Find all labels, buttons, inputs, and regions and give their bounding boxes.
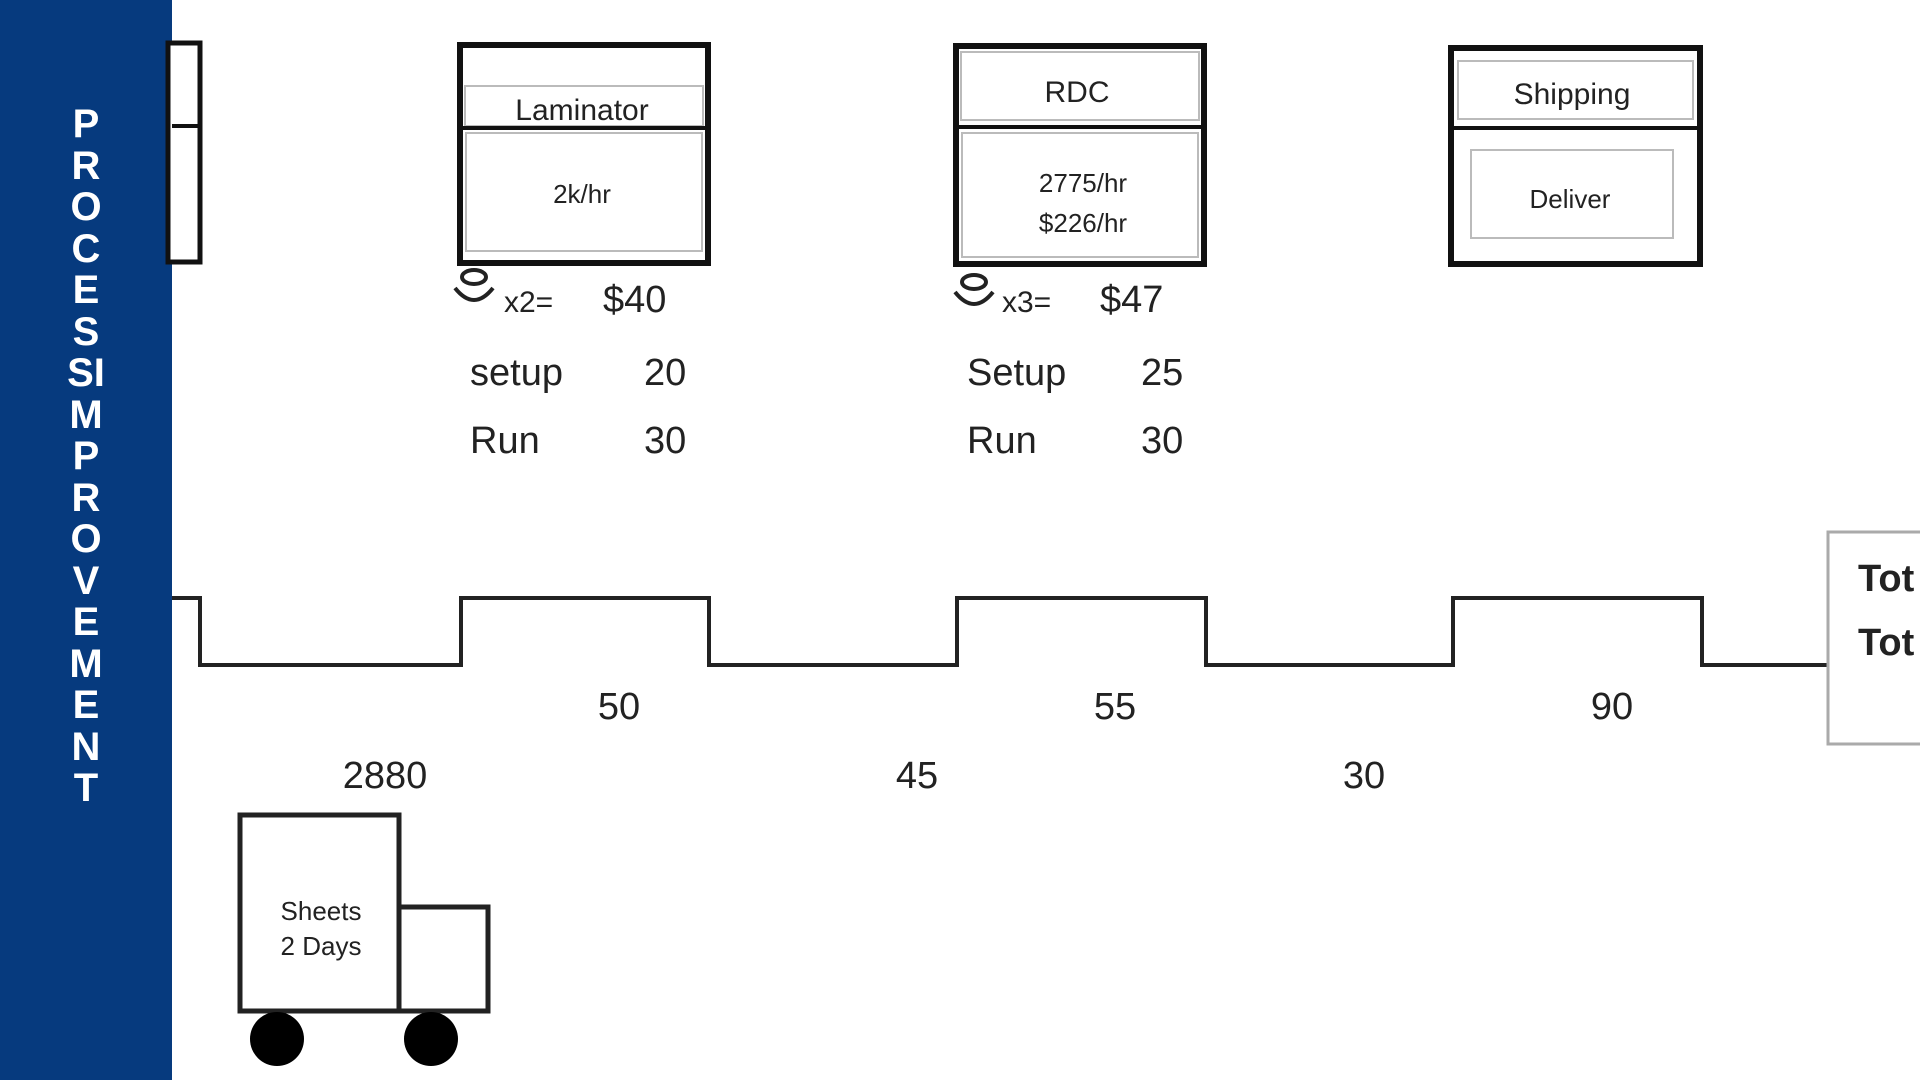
operator-icon: [953, 273, 995, 306]
process-box-laminator: Laminator 2k/hr: [457, 42, 711, 266]
process-box-shipping: Shipping Deliver: [1448, 45, 1703, 267]
setup-label: Setup: [967, 352, 1066, 394]
total-label: Tot: [1858, 558, 1915, 600]
operator-count: x3=: [1002, 286, 1051, 319]
wait-time: 30: [1343, 755, 1385, 797]
process-name: Laminator: [515, 94, 648, 127]
process-action: Deliver: [1530, 184, 1611, 214]
operator-cost: $47: [1100, 279, 1163, 321]
total-label: Tot: [1858, 622, 1915, 664]
process-time: 90: [1591, 686, 1633, 728]
process-box-rdc: RDC 2775/hr $226/hr: [953, 43, 1207, 267]
setup-value: 20: [644, 352, 686, 394]
wait-time: 45: [896, 755, 938, 797]
process-name: RDC: [1045, 76, 1110, 109]
process-rate-cost: $226/hr: [1039, 208, 1128, 238]
run-value: 30: [644, 420, 686, 462]
process-rate: 2k/hr: [553, 179, 611, 209]
truck-label: Sheets: [281, 896, 362, 926]
truck-icon: Sheets 2 Days: [237, 812, 491, 1066]
partial-process-box: [165, 40, 203, 265]
process-time: 50: [598, 686, 640, 728]
sidebar: PROCESSIMPROVEMENT: [0, 0, 172, 1080]
totals-box: Tot Tot: [1826, 530, 1920, 746]
run-label: Run: [470, 420, 540, 462]
operator-icon: [453, 268, 495, 302]
run-value: 30: [1141, 420, 1183, 462]
setup-label: setup: [470, 352, 563, 394]
process-time: 55: [1094, 686, 1136, 728]
setup-value: 25: [1141, 352, 1183, 394]
operator-cost: $40: [603, 279, 666, 321]
operator-count: x2=: [504, 286, 553, 319]
vertical-title-text: PROCESSIMPROVEMENT: [67, 102, 105, 810]
timeline-ladder: [172, 596, 1828, 667]
process-rate: 2775/hr: [1039, 168, 1128, 198]
process-name: Shipping: [1514, 78, 1631, 111]
run-label: Run: [967, 420, 1037, 462]
truck-label: 2 Days: [281, 931, 362, 961]
vertical-title: PROCESSIMPROVEMENT: [0, 102, 172, 810]
wait-time: 2880: [343, 755, 428, 797]
